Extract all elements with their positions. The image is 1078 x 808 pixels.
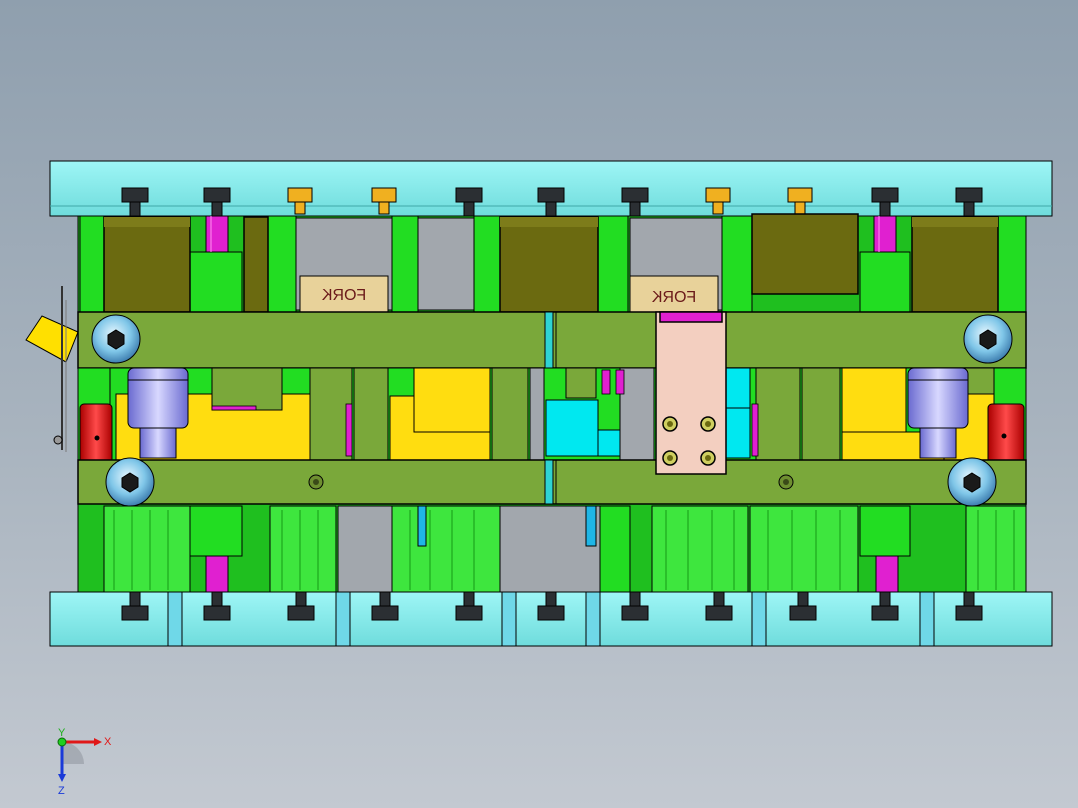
bottom-shoe-bolts (121, 591, 983, 621)
axis-x-label: X (104, 736, 112, 748)
lower-block-ribs (113, 510, 1015, 590)
lower-cavities (337, 505, 601, 593)
fork-label-left-text: FORK (321, 287, 366, 304)
middle-die-zone (77, 367, 1027, 463)
fork-label-right: FORK (629, 275, 719, 313)
strip-feeder (25, 286, 79, 452)
axis-triad-icon: X Y Z (57, 728, 112, 797)
upper-olive-shading (104, 217, 998, 227)
stripper-plate-upper (77, 311, 1027, 369)
stripper-plate-lower (77, 459, 1027, 505)
upper-olive-inserts (103, 213, 999, 313)
pusher-block (655, 311, 727, 475)
upper-punch-holders (79, 215, 1027, 313)
axis-y-label: Y (58, 728, 66, 739)
pilot-pins (211, 369, 759, 457)
lower-cyan-pins (417, 505, 597, 547)
fork-label-right-text: FORK (651, 289, 696, 306)
stripper-corner-bolts (91, 314, 1013, 507)
upper-springs (205, 215, 897, 253)
guide-bushing-left (127, 367, 189, 459)
axis-z-label: Z (58, 785, 65, 797)
lower-springs (205, 555, 899, 593)
top-clamp-bolts (121, 187, 983, 217)
fork-label-left: FORK (299, 275, 389, 313)
guide-bushing-right (907, 367, 969, 459)
